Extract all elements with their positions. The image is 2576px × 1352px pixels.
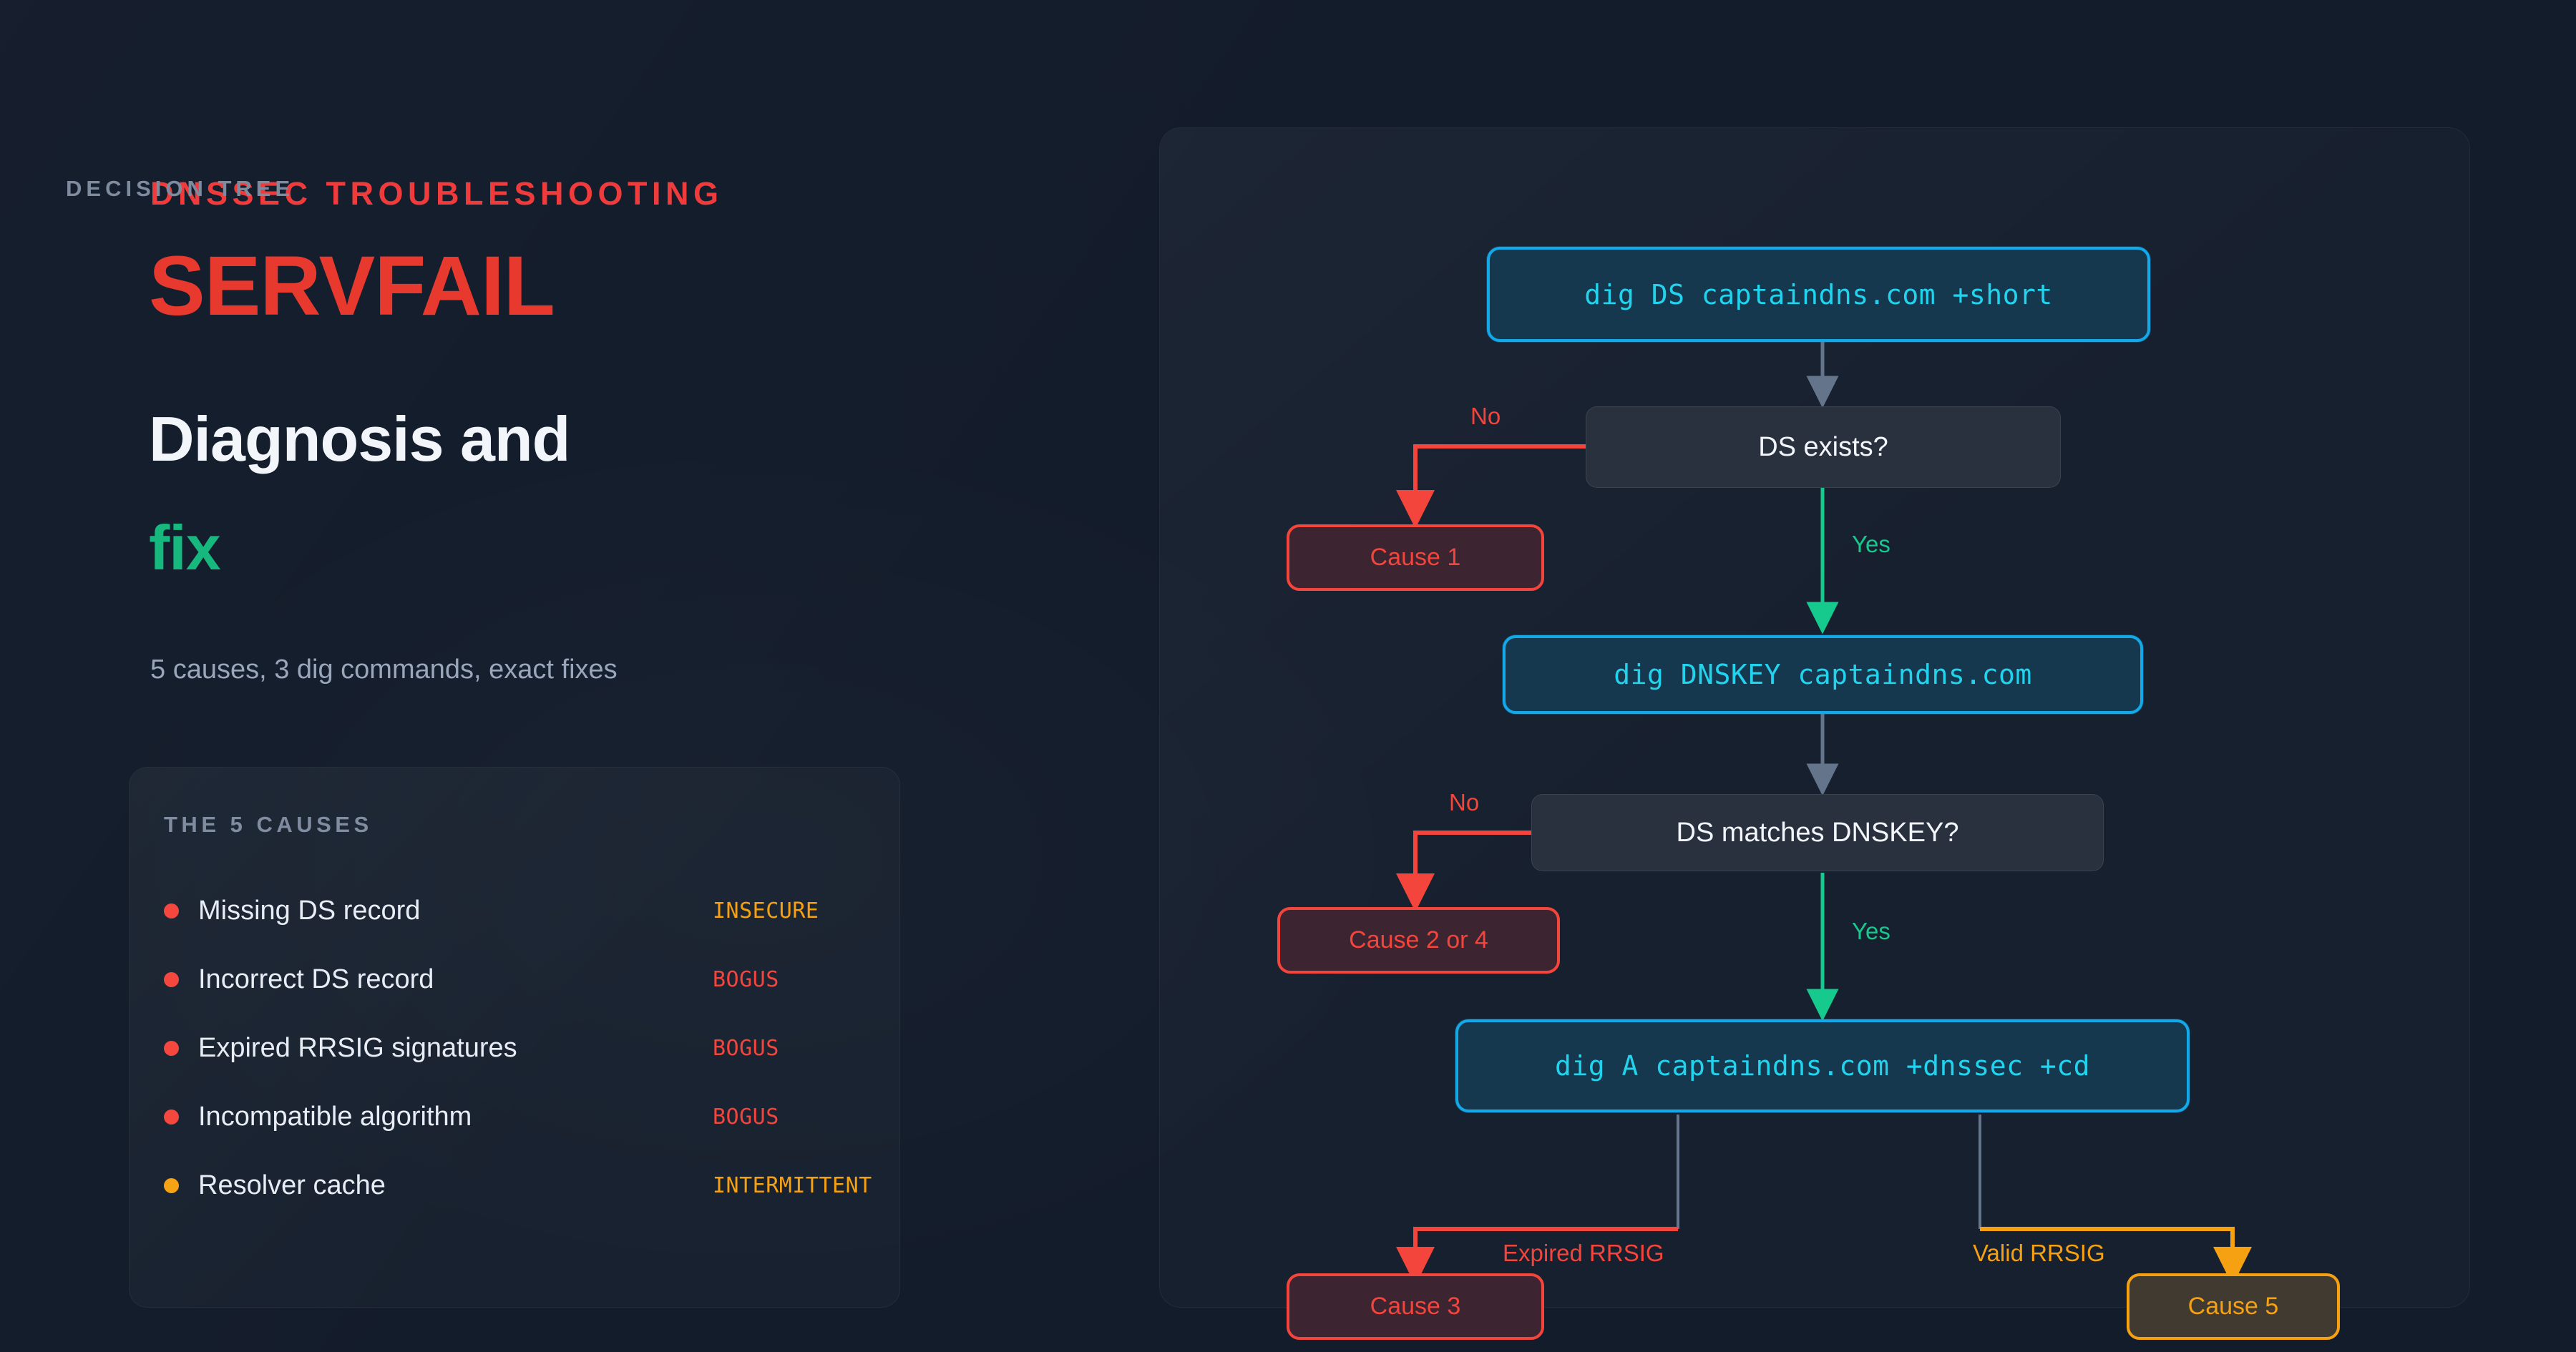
eyebrow-label: DNSSEC TROUBLESHOOTING — [150, 175, 723, 212]
node-label: DS exists? — [1758, 431, 1888, 462]
causes-panel: THE 5 CAUSES Missing DS record INSECURE … — [129, 767, 900, 1308]
decision-tree-title: DECISION TREE — [66, 176, 295, 201]
cause-label: Missing DS record — [198, 895, 421, 926]
node-cause-1[interactable]: Cause 1 — [1287, 524, 1544, 591]
node-command-dig-ds[interactable]: dig DS captaindns.com +short — [1487, 247, 2150, 342]
status-badge: BOGUS — [713, 966, 779, 992]
causes-list: Missing DS record INSECURE Incorrect DS … — [164, 876, 872, 1220]
list-item: Resolver cache INTERMITTENT — [164, 1151, 872, 1220]
node-cause-5[interactable]: Cause 5 — [2127, 1273, 2340, 1340]
status-badge: BOGUS — [713, 1104, 779, 1130]
node-cause-2-or-4[interactable]: Cause 2 or 4 — [1277, 907, 1560, 974]
edge-label-yes-1: Yes — [1852, 531, 1890, 557]
list-item: Incompatible algorithm BOGUS — [164, 1082, 871, 1151]
bullet-dot-icon — [164, 1177, 179, 1193]
cause-label: Expired RRSIG signatures — [198, 1032, 517, 1063]
status-badge: INSECURE — [713, 898, 819, 924]
node-label: dig A captaindns.com +dnssec +cd — [1554, 1050, 2091, 1082]
bullet-dot-icon — [164, 1040, 179, 1056]
list-item: Missing DS record INSECURE — [164, 876, 871, 945]
list-item: Incorrect DS record BOGUS — [164, 945, 871, 1014]
cause-label: Incompatible algorithm — [198, 1101, 472, 1132]
node-label: DS matches DNSKEY? — [1676, 817, 1959, 848]
edge-label-no-2: No — [1449, 789, 1480, 815]
headline-line-2: Diagnosis and — [149, 403, 570, 474]
hero-column: DNSSEC TROUBLESHOOTING SERVFAIL Diagnosi… — [0, 0, 1116, 1352]
node-question-ds-exists[interactable]: DS exists? — [1586, 406, 2061, 488]
node-cause-3[interactable]: Cause 3 — [1287, 1273, 1544, 1340]
cause-label: Resolver cache — [198, 1170, 386, 1200]
node-label: Cause 2 or 4 — [1349, 926, 1488, 954]
subtitle: 5 causes, 3 dig commands, exact fixes — [150, 655, 618, 685]
node-command-dig-dnskey[interactable]: dig DNSKEY captaindns.com — [1503, 635, 2143, 714]
page-title: SERVFAIL — [149, 239, 555, 333]
node-label: Cause 1 — [1370, 544, 1461, 571]
node-label: Cause 3 — [1370, 1293, 1461, 1320]
edge-label-valid-rrsig: Valid RRSIG — [1973, 1240, 2105, 1266]
bullet-dot-icon — [164, 971, 179, 987]
status-badge: INTERMITTENT — [713, 1172, 872, 1198]
node-command-dig-a[interactable]: dig A captaindns.com +dnssec +cd — [1455, 1019, 2190, 1112]
node-label: Cause 5 — [2187, 1293, 2279, 1320]
edge-label-no-1: No — [1470, 403, 1501, 429]
edge-label-yes-2: Yes — [1852, 918, 1890, 944]
node-label: dig DNSKEY captaindns.com — [1614, 659, 2032, 690]
causes-panel-title: THE 5 CAUSES — [164, 812, 373, 837]
bullet-dot-icon — [164, 1109, 179, 1125]
list-item: Expired RRSIG signatures BOGUS — [164, 1014, 871, 1082]
node-label: dig DS captaindns.com +short — [1584, 278, 2053, 310]
bullet-dot-icon — [164, 903, 179, 919]
headline-line-3: fix — [149, 512, 221, 583]
edge-label-expired-rrsig: Expired RRSIG — [1503, 1240, 1664, 1266]
node-question-ds-matches-dnskey[interactable]: DS matches DNSKEY? — [1531, 794, 2104, 871]
cause-label: Incorrect DS record — [198, 964, 434, 994]
status-badge: BOGUS — [713, 1035, 779, 1061]
